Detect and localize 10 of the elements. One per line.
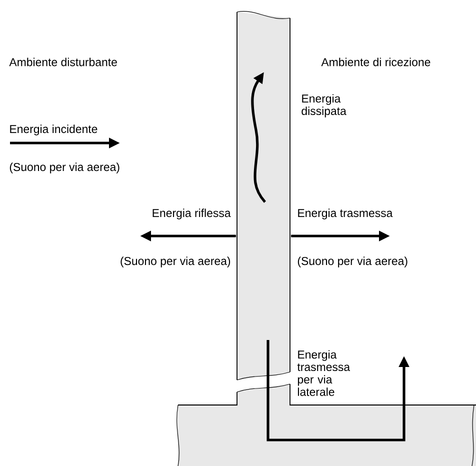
room-label: Ambiente disturbante	[9, 58, 117, 66]
sound-path-label: (Suono per via aerea)	[298, 256, 408, 268]
energy-label: Energia riflessa	[152, 208, 231, 220]
energy-label: Energia trasmessa	[298, 208, 393, 220]
sound-path-label: (Suono per via aerea)	[10, 162, 120, 174]
energy-label: Energia trasmessa per via laterale	[297, 350, 350, 396]
sound-path-label: (Suono per via aerea)	[120, 256, 230, 268]
energy-label: Energia incidente	[10, 124, 98, 136]
energy-label: Energia dissipata	[302, 94, 346, 118]
room-label: Ambiente di ricezione	[321, 58, 430, 66]
